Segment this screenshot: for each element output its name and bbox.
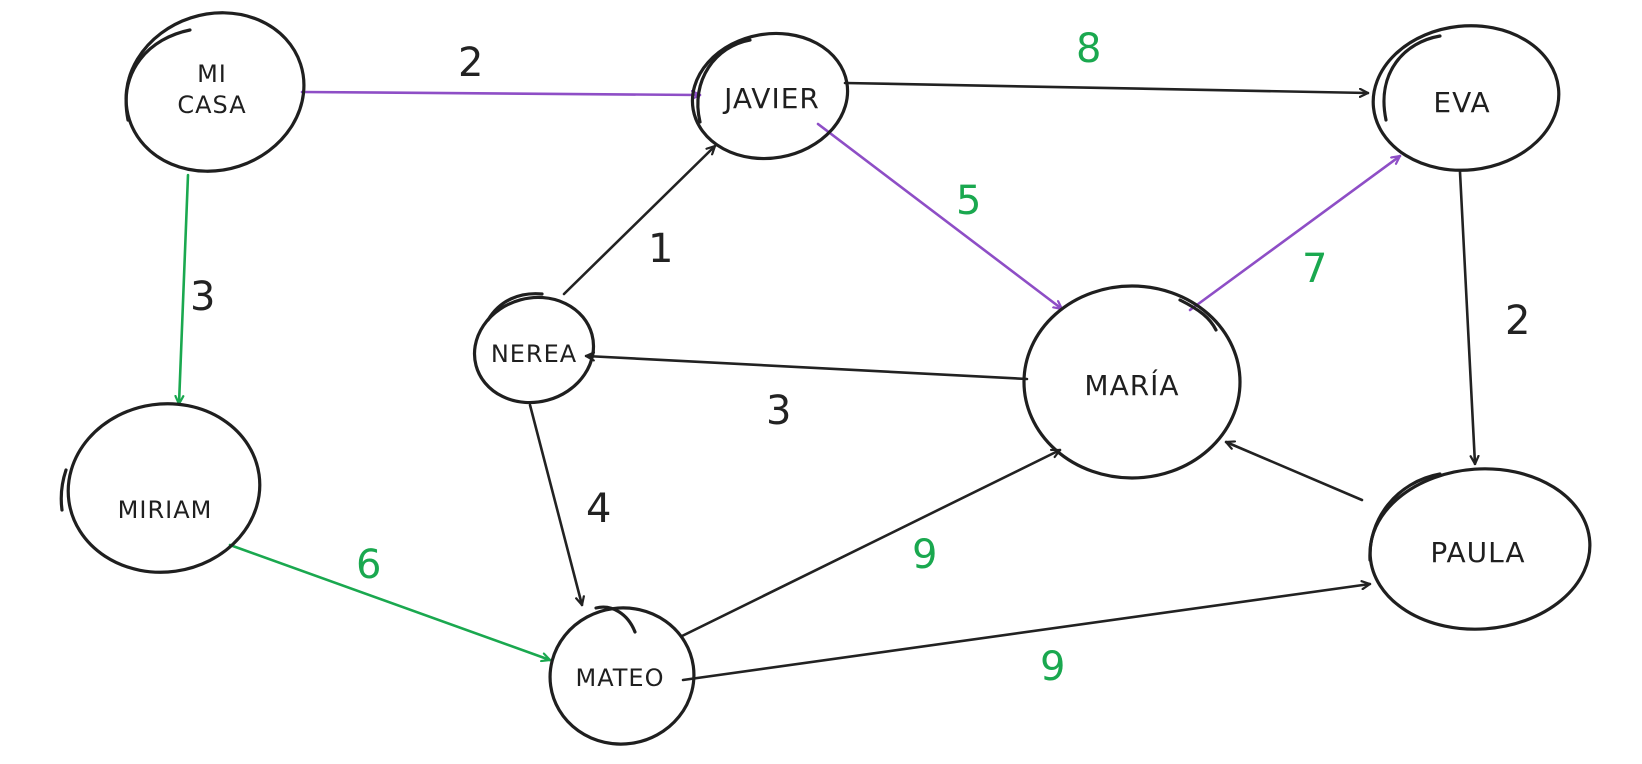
node-label-micasa-1: MI bbox=[197, 60, 227, 88]
node-mateo: MATEO bbox=[548, 605, 696, 746]
edge-maria-nerea bbox=[584, 356, 1029, 381]
edge-javier-maria bbox=[816, 122, 1064, 311]
edge-mateo-maria bbox=[680, 448, 1062, 638]
node-label-eva: EVA bbox=[1433, 86, 1490, 119]
edge-javier-eva bbox=[843, 81, 1370, 93]
node-micasa: MI CASA bbox=[124, 11, 306, 173]
weight-micasa-javier: 2 bbox=[458, 40, 483, 86]
weight-nerea-mateo: 4 bbox=[586, 486, 611, 532]
weight-miriam-mateo: 6 bbox=[356, 542, 381, 588]
node-label-mateo: MATEO bbox=[576, 664, 665, 692]
node-label-miriam: MIRIAM bbox=[118, 496, 213, 524]
node-eva: EVA bbox=[1371, 24, 1561, 172]
weight-nerea-javier: 1 bbox=[648, 226, 673, 272]
weight-micasa-miriam: 3 bbox=[190, 274, 215, 320]
weight-maria-eva: 7 bbox=[1302, 246, 1327, 292]
node-label-maria: MARÍA bbox=[1084, 368, 1179, 402]
weight-mateo-maria: 9 bbox=[912, 532, 937, 578]
edge-micasa-miriam bbox=[179, 173, 190, 406]
weight-javier-eva: 8 bbox=[1076, 26, 1101, 72]
edge-nerea-mateo bbox=[528, 403, 582, 607]
weight-maria-nerea: 3 bbox=[766, 388, 791, 434]
weight-mateo-paula: 9 bbox=[1040, 644, 1065, 690]
edge-maria-eva bbox=[1188, 154, 1402, 312]
edge-paula-maria bbox=[1224, 442, 1364, 502]
weight-javier-maria: 5 bbox=[956, 178, 981, 224]
node-label-javier: JAVIER bbox=[722, 82, 820, 115]
weight-eva-paula: 2 bbox=[1505, 298, 1530, 344]
node-javier: JAVIER bbox=[690, 31, 850, 161]
edge-eva-paula bbox=[1458, 170, 1475, 466]
node-nerea: NEREA bbox=[472, 292, 596, 405]
edge-micasa-javier bbox=[300, 92, 702, 95]
node-label-nerea: NEREA bbox=[491, 340, 577, 368]
node-label-paula: PAULA bbox=[1430, 536, 1525, 569]
edge-mateo-paula bbox=[681, 584, 1372, 682]
node-miriam: MIRIAM bbox=[59, 402, 262, 574]
node-maria: MARÍA bbox=[1022, 284, 1242, 480]
node-paula: PAULA bbox=[1368, 467, 1592, 631]
edge-miriam-mateo bbox=[228, 543, 552, 660]
edge-nerea-javier bbox=[562, 144, 717, 296]
node-label-micasa-2: CASA bbox=[177, 91, 246, 119]
